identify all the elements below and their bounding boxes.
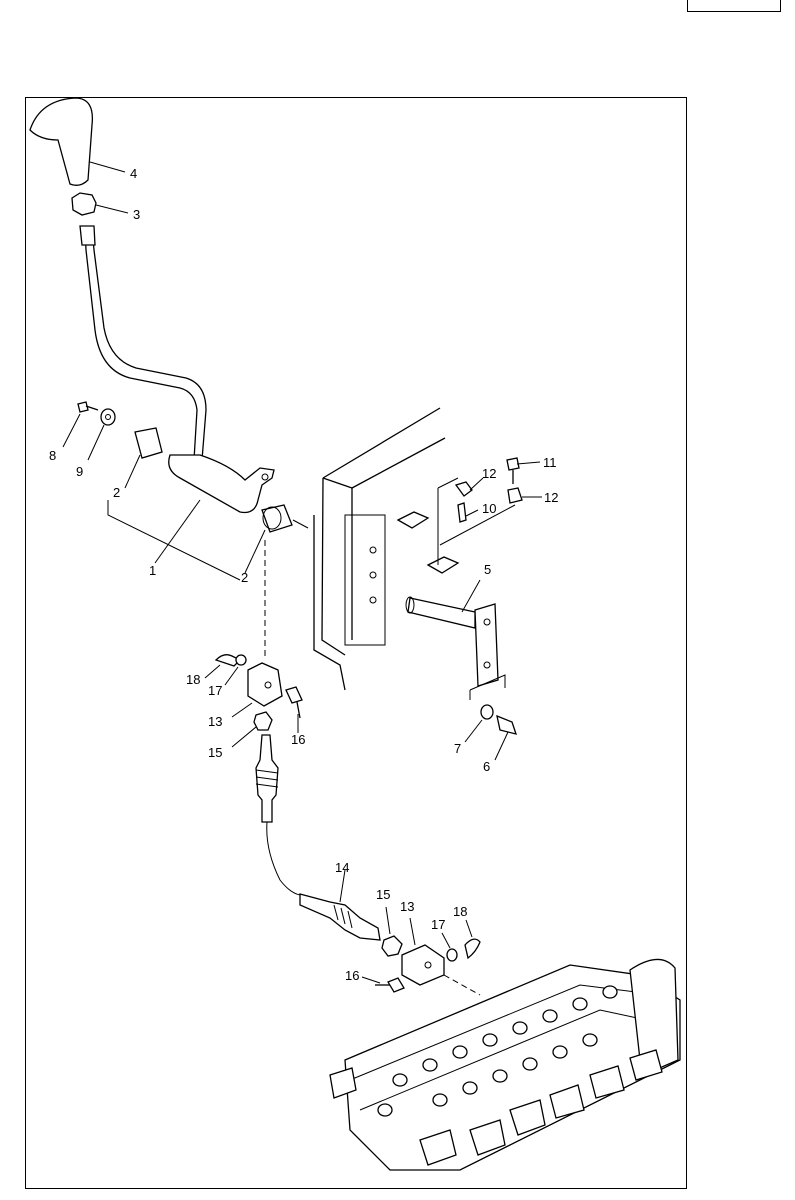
callout-18-lower: 18: [453, 904, 467, 919]
lower-clevis-assembly: [361, 906, 481, 996]
washer-and-bolt: [464, 704, 517, 761]
callout-7: 7: [454, 741, 461, 756]
callout-15-lower: 15: [376, 887, 390, 902]
lever-knob: [29, 97, 126, 186]
callout-9: 9: [76, 464, 83, 479]
left-bolt-washer-bushing: [62, 401, 266, 581]
upper-clevis-assembly: [204, 654, 303, 748]
callout-2-left: 2: [113, 485, 120, 500]
control-lever: [79, 225, 275, 564]
callout-labels: 4 3 8 9 2 1 2 11 12 12 10 5 18 17 13 16 …: [49, 166, 558, 983]
pivot-shaft: [405, 579, 506, 700]
valve-plungers: [329, 1049, 663, 1166]
callout-12-right: 12: [544, 490, 558, 505]
lever-nut: [71, 192, 129, 216]
callout-11: 11: [543, 455, 557, 470]
callout-6: 6: [483, 759, 490, 774]
callout-16-upper: 16: [291, 732, 305, 747]
mounting-bracket: [313, 407, 446, 691]
valve-spool-ports: [377, 985, 618, 1117]
bolts-nuts-plates: [396, 457, 542, 574]
callout-10: 10: [482, 501, 496, 516]
callout-8: 8: [49, 448, 56, 463]
callout-18-upper: 18: [186, 672, 200, 687]
control-valve-block: [329, 958, 681, 1171]
diagram-frame: [25, 97, 687, 1189]
control-cable: [255, 734, 381, 941]
callout-1: 1: [149, 563, 156, 578]
callout-13-lower: 13: [400, 899, 414, 914]
callout-4: 4: [130, 166, 137, 181]
callout-5: 5: [484, 562, 491, 577]
callout-13-upper: 13: [208, 714, 222, 729]
callout-2-right: 2: [241, 570, 248, 585]
callout-15-upper: 15: [208, 745, 222, 760]
right-bushing: [261, 504, 309, 660]
callout-12-left: 12: [482, 466, 496, 481]
callout-14: 14: [335, 860, 349, 875]
callout-16-lower: 16: [345, 968, 359, 983]
callout-17-upper: 17: [208, 683, 222, 698]
callout-3: 3: [133, 207, 140, 222]
page-number-tag: [687, 0, 781, 12]
callout-17-lower: 17: [431, 917, 445, 932]
